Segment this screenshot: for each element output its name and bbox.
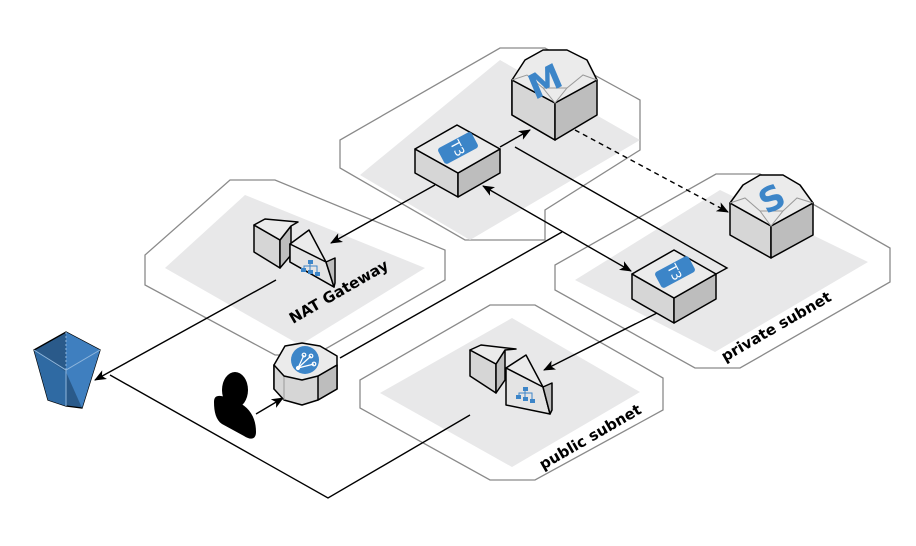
connector-bucket-to-public-lb[interactable] [109, 374, 471, 499]
slave-database-node[interactable]: S [729, 174, 814, 259]
user-icon[interactable] [214, 372, 256, 439]
connections [94, 129, 729, 499]
bucket-icon[interactable] [33, 331, 101, 409]
connector-user-to-router[interactable] [255, 397, 284, 415]
t3-instance-top-node[interactable]: T3 [414, 124, 501, 198]
zone-nat-gateway [144, 179, 446, 356]
t3-badge-top: T3 [446, 137, 467, 159]
t3-badge-right: T3 [663, 261, 684, 283]
router-icon [295, 352, 317, 371]
public-load-balancer-node[interactable] [469, 344, 553, 415]
router-node[interactable] [273, 342, 338, 406]
connector-t3-to-nat[interactable] [330, 184, 436, 244]
connector-t3-to-master[interactable] [499, 129, 531, 148]
connector-router-to-private[interactable] [339, 231, 563, 359]
connector-t3-bidirectional[interactable] [482, 185, 632, 272]
connector-master-to-slave[interactable] [574, 129, 729, 213]
t3-instance-right-node[interactable]: T3 [631, 249, 717, 324]
nat-gateway-node[interactable] [253, 218, 336, 288]
master-database-node[interactable]: M [511, 49, 598, 141]
connector-nat-to-bucket[interactable] [94, 279, 277, 381]
load-balancer-icon [516, 387, 535, 403]
load-balancer-icon [301, 260, 320, 276]
connector-t3-to-public-lb[interactable] [543, 312, 658, 371]
